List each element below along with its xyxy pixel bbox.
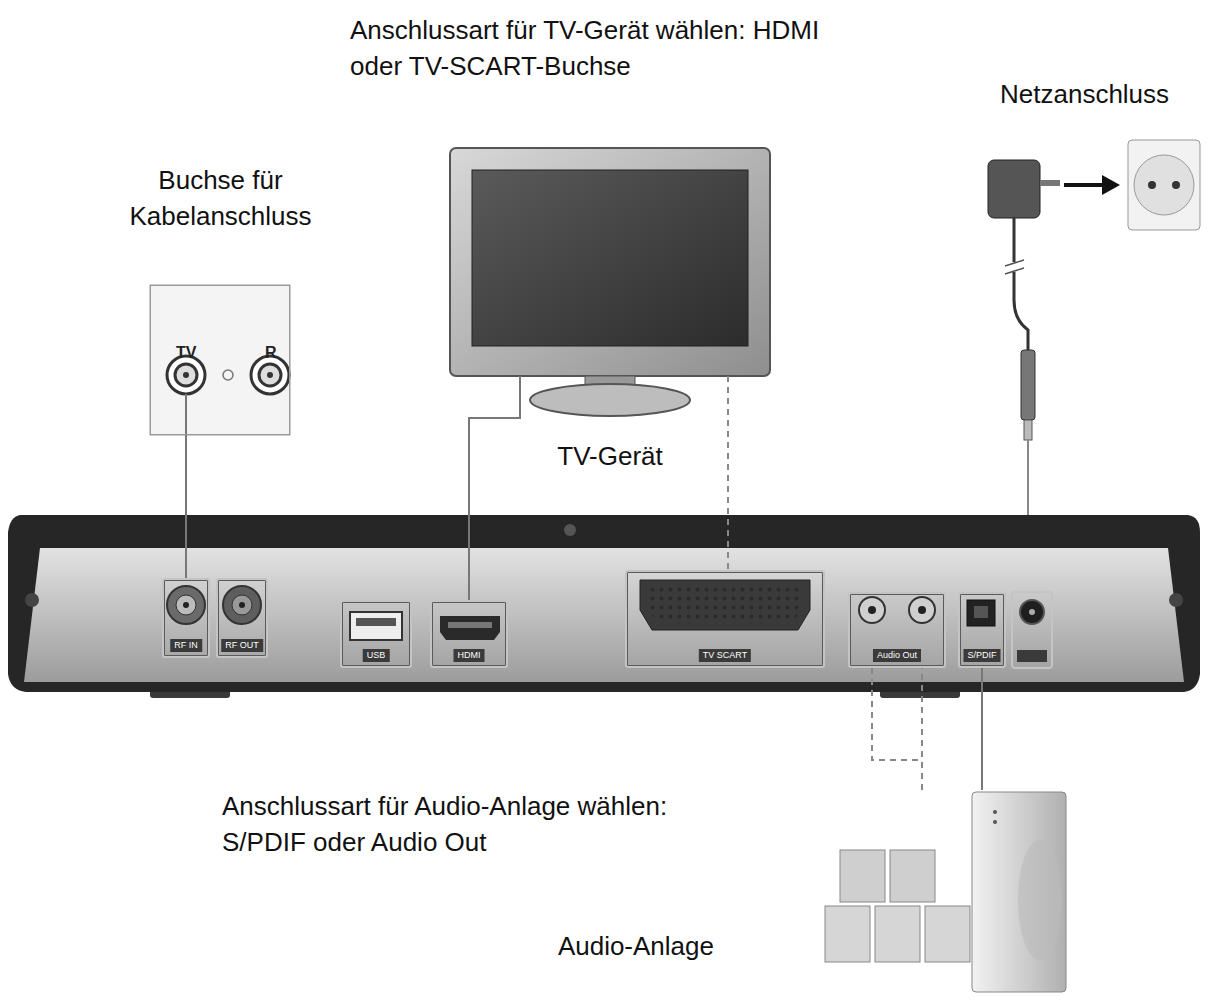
port-graphics-part <box>350 612 402 640</box>
node-label: TV SCART <box>699 649 751 662</box>
jack-label: TV <box>176 344 196 362</box>
port-graphics-part <box>640 580 810 630</box>
port-graphics <box>167 580 1052 668</box>
wall-socket: Buchse für KabelanschlussTVR <box>150 285 290 435</box>
heading-power: Netzanschluss <box>1000 76 1169 112</box>
node-label: RF IN <box>170 639 202 652</box>
node-label: Buchse für Kabelanschluss <box>113 162 328 234</box>
wall-socket-part <box>251 356 289 394</box>
node-label: S/PDIF <box>963 649 1000 662</box>
audio-illustration-part <box>925 906 970 962</box>
power-supply-part <box>1013 218 1016 262</box>
audio-illustration-part <box>875 906 920 962</box>
node-label: RF OUT <box>221 639 263 652</box>
port-graphics-part <box>859 597 885 623</box>
power-supply-part <box>1040 180 1060 186</box>
power-supply-part <box>1014 272 1028 350</box>
power-supply-part <box>1128 140 1200 230</box>
wall-socket-part <box>150 285 290 435</box>
power-supply-part <box>1024 420 1032 440</box>
port-usb: USB <box>340 600 412 668</box>
tv-illustration-part <box>530 384 690 416</box>
port-graphics-part <box>448 622 492 628</box>
port-graphics-part <box>1020 600 1044 624</box>
cable-line <box>469 376 520 600</box>
audio-illustration-part <box>993 820 997 824</box>
tv-illustration-part <box>472 170 748 346</box>
port-graphics-part <box>1029 609 1035 615</box>
port-graphics-part <box>183 602 189 608</box>
wall-socket-part <box>167 356 205 394</box>
power-supply-part <box>1064 183 1104 187</box>
tv-illustration-part <box>450 148 770 376</box>
audio-illustration-part <box>890 850 935 902</box>
port-graphics-part <box>176 595 196 615</box>
port-graphics-part <box>1012 592 1052 668</box>
power-supply-part <box>1005 260 1024 274</box>
cable-line <box>727 376 729 570</box>
port-graphics-part <box>239 602 245 608</box>
wall-socket-part <box>183 372 189 378</box>
port-graphics-part <box>223 586 261 624</box>
port-graphics-part <box>918 606 926 614</box>
receiver-housing-part <box>564 524 576 536</box>
audio-illustration-part <box>840 850 885 902</box>
wall-socket-part <box>175 364 197 386</box>
port-scart: TV SCART <box>625 570 825 668</box>
port-rf-out: RF OUT <box>216 578 268 658</box>
port-graphics-part <box>1017 650 1047 662</box>
power-supply-part <box>1148 181 1156 189</box>
audio-illustration-part <box>993 810 997 814</box>
port-graphics-part <box>868 606 876 614</box>
wall-socket <box>150 285 290 435</box>
port-graphics-part <box>909 597 935 623</box>
audio-illustration-part <box>825 906 870 962</box>
cable-line <box>981 668 983 790</box>
power-supply-part <box>1102 175 1120 195</box>
port-graphics-part <box>167 586 205 624</box>
wall-socket-part <box>267 372 273 378</box>
power-supply-part <box>988 160 1040 218</box>
power-supply-part <box>1134 155 1194 215</box>
port-graphics-part <box>967 600 995 626</box>
port-graphics-part <box>974 606 988 618</box>
port-graphics-part <box>356 618 396 626</box>
tv-set: TV-Gerät <box>450 148 770 376</box>
wall-socket-part <box>223 370 233 380</box>
audio-illustration-part <box>872 668 922 760</box>
heading-audio: Anschlussart für Audio-Anlage wählen: S/… <box>222 788 742 860</box>
node-label: Audio Out <box>873 649 921 662</box>
port-graphics-part <box>648 586 802 624</box>
tv-illustration <box>450 148 770 416</box>
power-supply-part <box>1172 181 1180 189</box>
audio-illustration-part <box>1018 840 1062 960</box>
audio-system: Audio-Anlage <box>822 790 1068 994</box>
power-supply-part <box>1021 350 1035 420</box>
port-rf-in: RF IN <box>162 578 210 658</box>
cable-line <box>185 435 187 578</box>
node-label: Audio-Anlage <box>558 928 714 964</box>
heading-tv: Anschlussart für TV-Gerät wählen: HDMI o… <box>350 12 830 84</box>
port-graphics-part <box>440 616 500 640</box>
port-spdif: S/PDIF <box>958 592 1006 668</box>
node-label: HDMI <box>454 649 485 662</box>
audio-illustration <box>825 668 1066 992</box>
node-label: TV-Gerät <box>557 438 662 474</box>
receiver-housing-part <box>1169 593 1183 607</box>
port-hdmi: HDMI <box>430 600 508 668</box>
receiver-housing-part <box>25 593 39 607</box>
port-graphics-part <box>232 595 252 615</box>
jack-label: R <box>265 344 277 362</box>
wall-socket-part <box>185 394 187 435</box>
audio-illustration-part <box>972 792 1066 992</box>
cable-line <box>921 668 923 790</box>
receiver-housing-part <box>24 548 1184 682</box>
wall-socket-part <box>259 364 281 386</box>
port-audio-out: Audio Out <box>848 592 946 668</box>
node-label: USB <box>363 649 390 662</box>
